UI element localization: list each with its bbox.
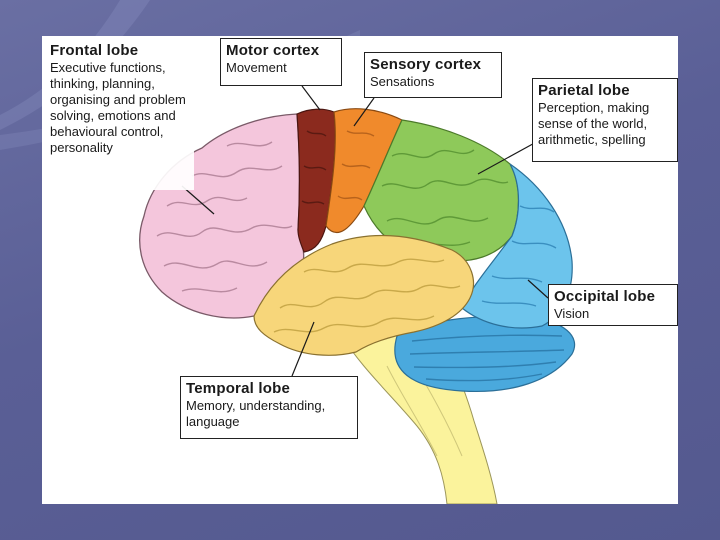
frontal-lobe-callout: Frontal lobe Executive functions, thinki… xyxy=(44,38,194,190)
motor-cortex-region xyxy=(296,108,336,253)
frontal-lobe-title: Frontal lobe xyxy=(50,42,139,59)
occipital-pointer xyxy=(527,279,549,299)
temporal-lobe-callout: Temporal lobe Memory, understanding, lan… xyxy=(180,376,358,439)
motor-cortex-callout: Motor cortex Movement xyxy=(220,38,342,86)
parietal-pointer xyxy=(477,139,541,175)
motor-cortex-title: Motor cortex xyxy=(226,42,320,59)
brain-diagram-panel: Frontal lobe Executive functions, thinki… xyxy=(42,36,678,504)
frontal-lobe-description: Executive functions, thinking, planning,… xyxy=(50,60,186,155)
sensory-pointer xyxy=(353,97,375,127)
temporal-lobe-title: Temporal lobe xyxy=(186,380,291,397)
frontal-pointer xyxy=(181,185,215,215)
motor-cortex-description: Movement xyxy=(226,60,287,76)
parietal-lobe-description: Perception, making sense of the world, a… xyxy=(538,100,650,148)
occipital-lobe-callout: Occipital lobe Vision xyxy=(548,284,678,326)
motor-pointer xyxy=(301,85,321,111)
sensory-cortex-description: Sensations xyxy=(370,74,435,90)
occipital-lobe-region xyxy=(461,163,573,329)
parietal-lobe-callout: Parietal lobe Perception, making sense o… xyxy=(532,78,678,162)
temporal-pointer xyxy=(291,321,315,377)
parietal-lobe-region xyxy=(363,119,520,262)
temporal-lobe-description: Memory, understanding, language xyxy=(186,398,326,430)
occipital-lobe-description: Vision xyxy=(554,306,590,322)
sensory-cortex-callout: Sensory cortex Sensations xyxy=(364,52,502,98)
parietal-lobe-title: Parietal lobe xyxy=(538,82,630,99)
sensory-cortex-title: Sensory cortex xyxy=(370,56,482,73)
occipital-lobe-title: Occipital lobe xyxy=(554,288,656,305)
temporal-lobe-region xyxy=(253,234,474,356)
